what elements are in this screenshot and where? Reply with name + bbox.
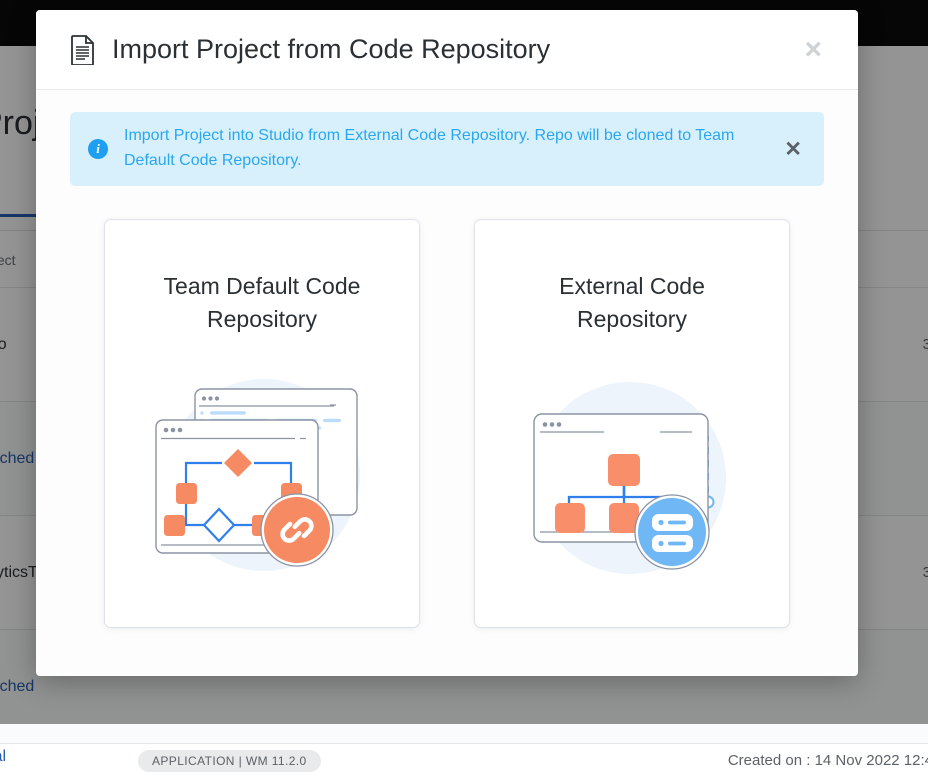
status-badge: APPLICATION | WM 11.2.0 xyxy=(138,750,321,772)
row-created-on: Created on : 14 Nov 2022 12:40 PM xyxy=(728,752,928,769)
import-project-dialog: Import Project from Code Repository × i … xyxy=(36,10,858,676)
card-team-default-code-repository[interactable]: Team Default Code Repository xyxy=(105,220,419,627)
info-icon: i xyxy=(88,139,108,159)
info-banner: i Import Project into Studio from Extern… xyxy=(70,112,824,186)
dialog-header: Import Project from Code Repository × xyxy=(36,10,858,90)
row-project-name[interactable]: portal xyxy=(0,748,6,766)
banner-close-icon[interactable]: ✕ xyxy=(778,137,808,162)
repository-options: Team Default Code Repository xyxy=(70,220,824,627)
card-external-code-repository[interactable]: External Code Repository xyxy=(475,220,789,627)
close-icon[interactable]: × xyxy=(796,31,830,69)
external-repo-illustration xyxy=(512,375,752,580)
dialog-body: i Import Project into Studio from Extern… xyxy=(36,90,858,676)
card-title: Team Default Code Repository xyxy=(147,270,377,337)
info-banner-text: Import Project into Studio from External… xyxy=(124,124,778,174)
card-title: External Code Repository xyxy=(517,270,747,337)
document-icon xyxy=(70,35,96,65)
dialog-title: Import Project from Code Repository xyxy=(112,34,796,65)
team-default-repo-illustration xyxy=(142,375,382,580)
